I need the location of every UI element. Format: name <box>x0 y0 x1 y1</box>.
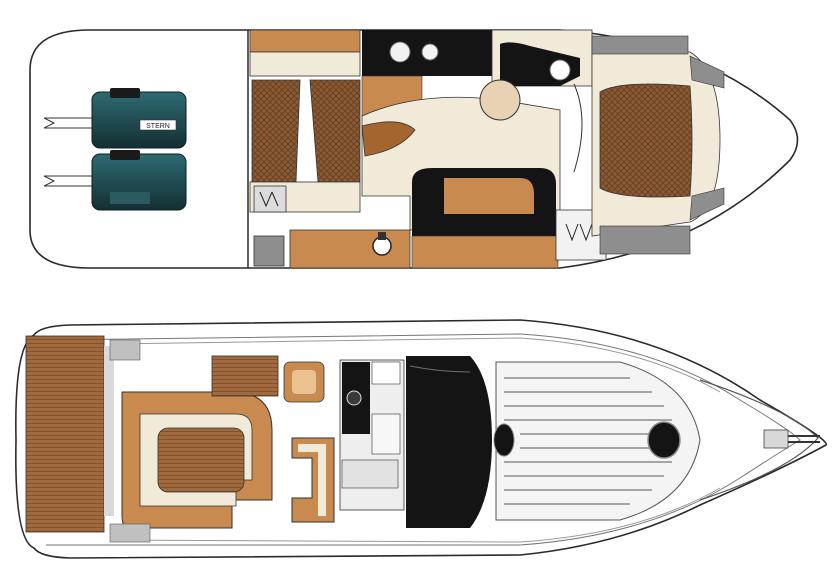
side-deck-port <box>113 337 721 393</box>
stairs-lower <box>253 185 287 213</box>
berth-right <box>309 79 361 183</box>
aft-cabin-wall <box>249 51 361 77</box>
helm-wheel <box>346 390 362 406</box>
bow-rail <box>699 379 819 501</box>
swim-platform-teak <box>25 335 105 533</box>
aft-cabin-top-panel <box>249 29 361 53</box>
aft-floor-wood <box>289 229 411 269</box>
wetbar-teak <box>211 355 279 397</box>
galley-sink-round <box>479 79 521 121</box>
engine-starboard <box>43 150 187 211</box>
foredeck-sunbed <box>495 361 701 521</box>
cockpit-table <box>157 427 245 493</box>
engine-plate-text: STERN <box>146 123 170 130</box>
hatch-round-forward <box>647 421 681 459</box>
stern-step-port <box>109 339 141 361</box>
lower-deck-plan: STERN <box>29 29 799 269</box>
windscreen <box>406 356 492 528</box>
forward-berth <box>599 83 693 198</box>
berth-left <box>251 79 301 183</box>
sunbed-stripes <box>504 377 676 505</box>
anchor-locker <box>763 429 789 449</box>
stern-step-starboard <box>109 523 151 543</box>
hatch-round-mid <box>493 423 515 457</box>
upper-deck-plan <box>15 319 827 559</box>
engine-port: STERN <box>43 88 187 149</box>
side-deck-starboard <box>113 487 721 543</box>
lower-table <box>361 121 416 157</box>
